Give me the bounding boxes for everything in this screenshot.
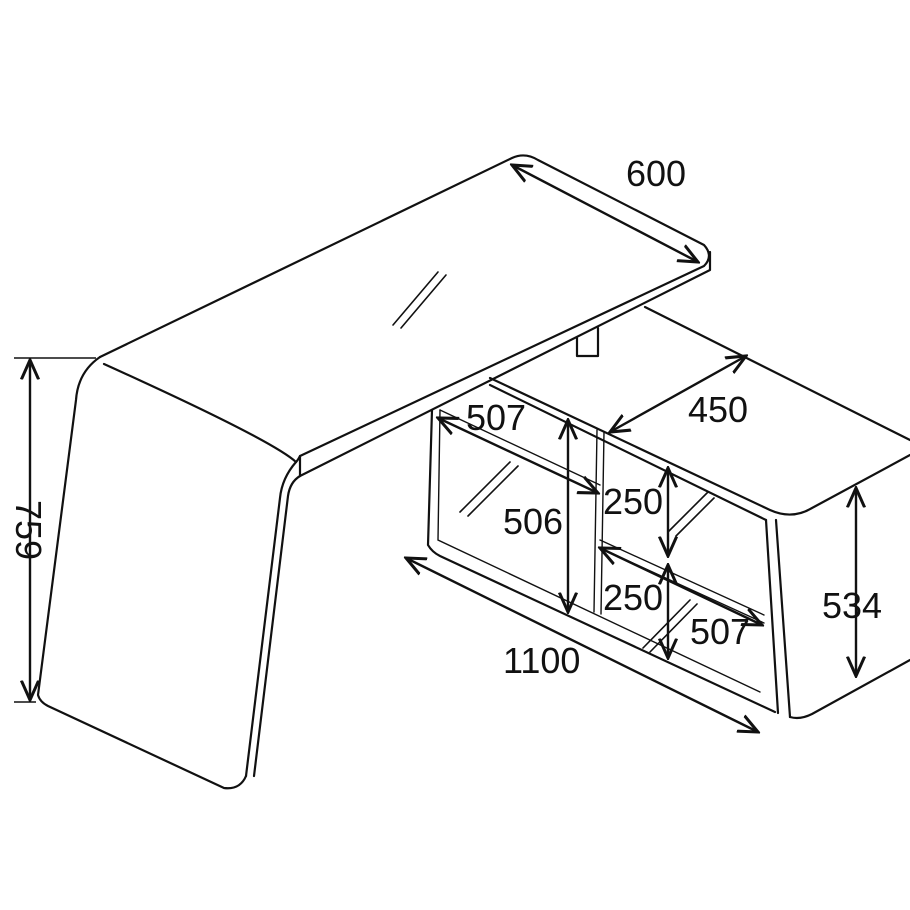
label-600: 600 — [626, 153, 686, 194]
label-534: 534 — [822, 585, 882, 626]
dimension-lines — [14, 165, 856, 732]
label-450: 450 — [688, 389, 748, 430]
label-1100: 1100 — [503, 640, 580, 681]
dim-line-600 — [512, 165, 698, 262]
label-506: 506 — [503, 501, 563, 542]
dimension-labels: 600 759 450 507 506 250 250 507 534 1100 — [8, 153, 882, 681]
dim-line-1100 — [406, 558, 758, 732]
label-759: 759 — [8, 500, 49, 560]
label-250-top: 250 — [603, 481, 663, 522]
dim-line-450 — [610, 356, 746, 432]
label-507-top: 507 — [466, 397, 526, 438]
desk — [36, 154, 712, 790]
label-250-bottom: 250 — [603, 577, 663, 618]
label-507-bottom: 507 — [690, 611, 750, 652]
